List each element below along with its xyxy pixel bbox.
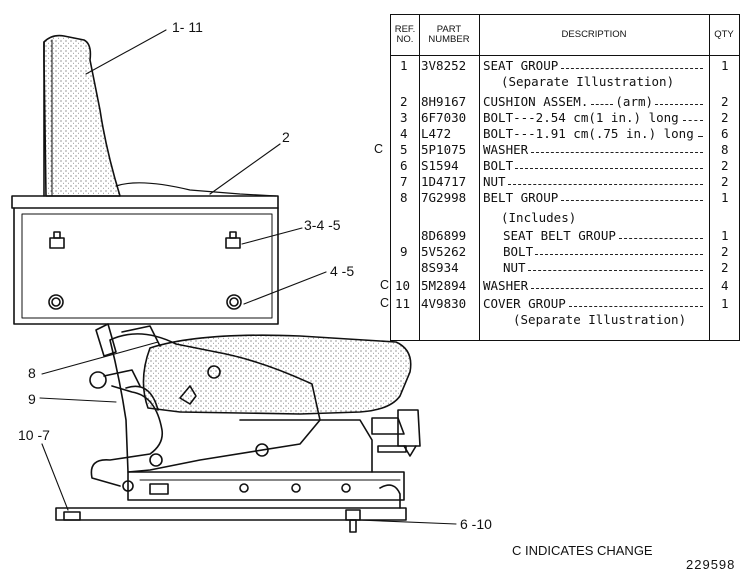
cell-part: 8D6899 bbox=[421, 228, 467, 243]
cell-desc: NUT bbox=[503, 260, 526, 275]
header-description: DESCRIPTION bbox=[479, 15, 709, 56]
cell-ref: 1 bbox=[400, 58, 408, 73]
cell-part: 4V9830 bbox=[421, 296, 467, 311]
drawing-number: 229598 bbox=[686, 557, 736, 572]
seat-cushion bbox=[142, 334, 412, 415]
cell-desc: BELT GROUP bbox=[483, 190, 559, 205]
header-part-number: PART NUMBER bbox=[419, 15, 479, 56]
cell-part: 5P1075 bbox=[421, 142, 467, 157]
box-bolts bbox=[48, 231, 242, 310]
cell-desc: NUT bbox=[483, 174, 506, 189]
callout-8: 8 bbox=[28, 365, 36, 381]
cell-desc: SEAT GROUP bbox=[483, 58, 559, 73]
cell-desc: BOLT bbox=[483, 158, 514, 173]
cell-desc: (Includes) bbox=[501, 210, 577, 225]
change-marker: C bbox=[380, 296, 390, 310]
callout-2: 2 bbox=[282, 129, 290, 145]
cell-part: 8S934 bbox=[421, 260, 459, 275]
cell-desc: (Separate Illustration) bbox=[501, 74, 675, 89]
parts-table: REF. NO. PART NUMBER DESCRIPTION QTY 1 3V… bbox=[390, 14, 740, 341]
callout-3-4-5: 3-4 -5 bbox=[304, 217, 341, 233]
callout-10-7: 10 -7 bbox=[18, 427, 50, 443]
cell-part: 7G2998 bbox=[421, 190, 467, 205]
adjuster-knob bbox=[371, 409, 421, 457]
cell-ref: 2 bbox=[400, 94, 408, 109]
header-qty: QTY bbox=[709, 15, 739, 56]
cell-qty: 1 bbox=[721, 58, 729, 73]
arm-cushion-box bbox=[11, 182, 279, 325]
callout-1-11: 1- 11 bbox=[172, 19, 203, 35]
change-legend: C INDICATES CHANGE bbox=[512, 543, 653, 558]
header-ref-no: REF. NO. bbox=[391, 15, 419, 56]
cell-ref: 3 bbox=[400, 110, 408, 125]
cell-ref: 9 bbox=[400, 244, 408, 259]
cell-part: 3V8252 bbox=[421, 58, 467, 73]
cell-desc: BOLT---2.54 cm(1 in.) long bbox=[483, 110, 679, 125]
cell-part: 5M2894 bbox=[421, 278, 467, 293]
cell-qty: 2 bbox=[721, 110, 729, 125]
cell-part: 6F7030 bbox=[421, 110, 467, 125]
cell-ref: 11 bbox=[395, 296, 411, 311]
cell-desc: (Separate Illustration) bbox=[513, 312, 687, 327]
cell-qty: 1 bbox=[721, 190, 729, 205]
cell-desc: SEAT BELT GROUP bbox=[503, 228, 616, 243]
cell-qty: 6 bbox=[721, 126, 729, 141]
floor-mount-plate bbox=[55, 484, 407, 533]
cell-ref: 8 bbox=[400, 190, 408, 205]
cell-ref: 10 bbox=[395, 278, 411, 293]
cell-qty: 2 bbox=[721, 158, 729, 173]
callout-6-10: 6 -10 bbox=[460, 516, 492, 532]
cell-part: 5V5262 bbox=[421, 244, 467, 259]
backrest-cushion bbox=[43, 34, 121, 197]
callout-9: 9 bbox=[28, 391, 36, 407]
cell-ref: 5 bbox=[400, 142, 408, 157]
change-marker: C bbox=[374, 142, 384, 156]
cell-ref: 7 bbox=[400, 174, 408, 189]
cell-part: 1D4717 bbox=[421, 174, 467, 189]
cell-qty: 2 bbox=[721, 244, 729, 259]
cell-qty: 2 bbox=[721, 94, 729, 109]
cell-qty: 8 bbox=[721, 142, 729, 157]
cell-desc: BOLT bbox=[503, 244, 534, 259]
cell-desc: COVER GROUP bbox=[483, 296, 566, 311]
cell-ref: 4 bbox=[400, 126, 408, 141]
callout-4-5: 4 -5 bbox=[330, 263, 355, 279]
cell-part: L472 bbox=[421, 126, 452, 141]
leader-lines bbox=[39, 29, 457, 525]
cell-part: S1594 bbox=[421, 158, 459, 173]
cell-desc: WASHER bbox=[483, 278, 529, 293]
cell-desc: WASHER bbox=[483, 142, 529, 157]
cell-qty: 2 bbox=[721, 260, 729, 275]
cell-qty: 1 bbox=[721, 296, 729, 311]
change-marker: C bbox=[380, 278, 390, 292]
cell-ref: 6 bbox=[400, 158, 408, 173]
seat-belt-cable bbox=[89, 369, 164, 492]
cell-part: 8H9167 bbox=[421, 94, 467, 109]
cell-desc2: (arm) bbox=[615, 94, 654, 109]
cell-desc: BOLT---1.91 cm(.75 in.) long bbox=[483, 126, 694, 141]
cell-desc: CUSHION ASSEM. bbox=[483, 94, 589, 109]
cell-qty: 1 bbox=[721, 228, 729, 243]
cell-qty: 4 bbox=[721, 278, 729, 293]
cell-qty: 2 bbox=[721, 174, 729, 189]
